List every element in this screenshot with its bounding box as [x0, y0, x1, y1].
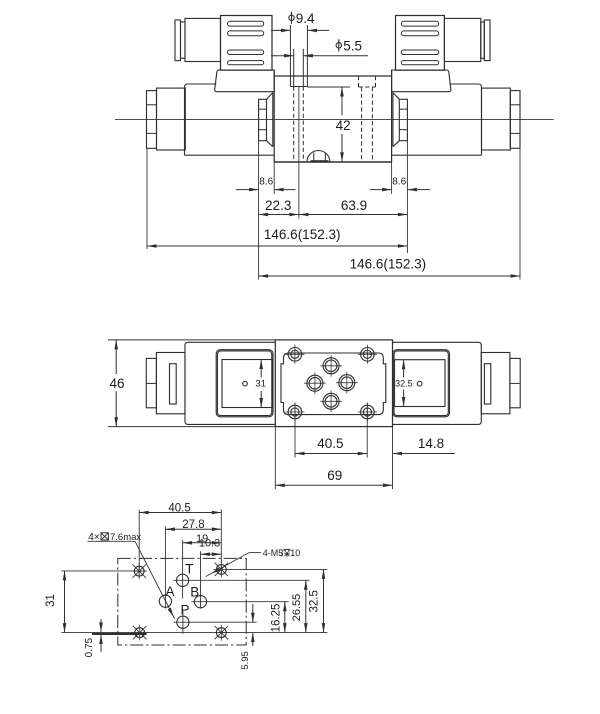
svg-text:42: 42	[336, 118, 351, 133]
svg-text:9.4: 9.4	[296, 11, 315, 26]
svg-text:5.5: 5.5	[343, 39, 362, 54]
svg-text:146.6(152.3): 146.6(152.3)	[264, 227, 341, 242]
svg-text:7.6max: 7.6max	[110, 532, 141, 543]
svg-text:0.75: 0.75	[84, 637, 95, 657]
svg-text:40.5: 40.5	[168, 503, 190, 515]
svg-text:B: B	[190, 584, 199, 599]
svg-text:8.6: 8.6	[392, 177, 406, 188]
svg-text:T: T	[185, 562, 193, 577]
svg-text:27.8: 27.8	[182, 519, 204, 531]
svg-text:10.3: 10.3	[199, 537, 220, 549]
svg-text:26.55: 26.55	[291, 594, 303, 622]
svg-text:10: 10	[290, 548, 300, 558]
svg-text:19: 19	[196, 533, 208, 545]
svg-text:16.25: 16.25	[270, 604, 282, 633]
svg-text:8.6: 8.6	[259, 177, 273, 188]
svg-text:14.8: 14.8	[418, 436, 444, 451]
svg-text:A: A	[165, 584, 174, 599]
svg-text:32.5: 32.5	[309, 590, 321, 612]
svg-text:46: 46	[109, 376, 124, 391]
svg-text:4-M5: 4-M5	[263, 548, 284, 558]
svg-text:P: P	[180, 603, 189, 618]
svg-text:4×: 4×	[88, 532, 100, 543]
svg-text:5.95: 5.95	[240, 651, 251, 670]
svg-text:31: 31	[255, 378, 266, 389]
svg-text:32.5: 32.5	[395, 378, 413, 388]
svg-text:69: 69	[327, 468, 342, 483]
svg-text:22.3: 22.3	[265, 198, 291, 213]
svg-text:31: 31	[45, 594, 57, 607]
svg-text:40.5: 40.5	[317, 436, 343, 451]
svg-text:63.9: 63.9	[341, 198, 367, 213]
svg-text:146.6(152.3): 146.6(152.3)	[350, 257, 427, 272]
